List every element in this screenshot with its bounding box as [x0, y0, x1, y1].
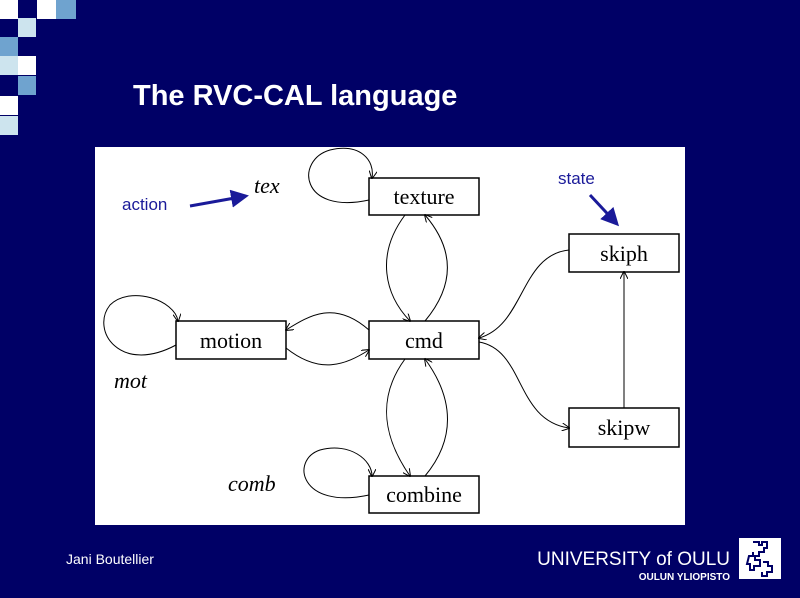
- edge: [386, 214, 410, 321]
- edge: [425, 359, 448, 477]
- node-label: cmd: [405, 328, 443, 353]
- university-name: UNIVERSITY of OULU: [537, 549, 730, 570]
- state-diagram: texture skiph motion cmd skipw combine t…: [95, 147, 685, 525]
- node-label: combine: [386, 482, 462, 507]
- annotation-action: action: [122, 195, 167, 214]
- node-label: motion: [200, 328, 262, 353]
- edge: [386, 358, 410, 476]
- edge: [479, 249, 570, 338]
- loop-mot: [103, 295, 178, 356]
- loop-label: mot: [114, 368, 148, 393]
- state-arrow: [588, 193, 620, 227]
- annotation-state: state: [558, 169, 595, 188]
- loop-label: tex: [254, 173, 280, 198]
- action-arrow: [189, 189, 249, 208]
- node-combine: [368, 475, 480, 514]
- slide-title: The RVC-CAL language: [133, 80, 458, 112]
- node-label: texture: [393, 184, 454, 209]
- university-subname: OULUN YLIOPISTO: [638, 572, 730, 583]
- edge: [478, 341, 569, 428]
- node-label: skiph: [600, 241, 648, 266]
- university-logo: [739, 538, 781, 579]
- loop-comb: [303, 447, 372, 499]
- loop-tex: [308, 148, 373, 203]
- loop-label: comb: [228, 471, 276, 496]
- node-motion: [175, 320, 287, 360]
- author-name: Jani Boutellier: [66, 551, 154, 567]
- edge: [425, 215, 448, 322]
- node-label: skipw: [598, 415, 651, 440]
- edge: [285, 347, 369, 366]
- edge: [286, 312, 370, 330]
